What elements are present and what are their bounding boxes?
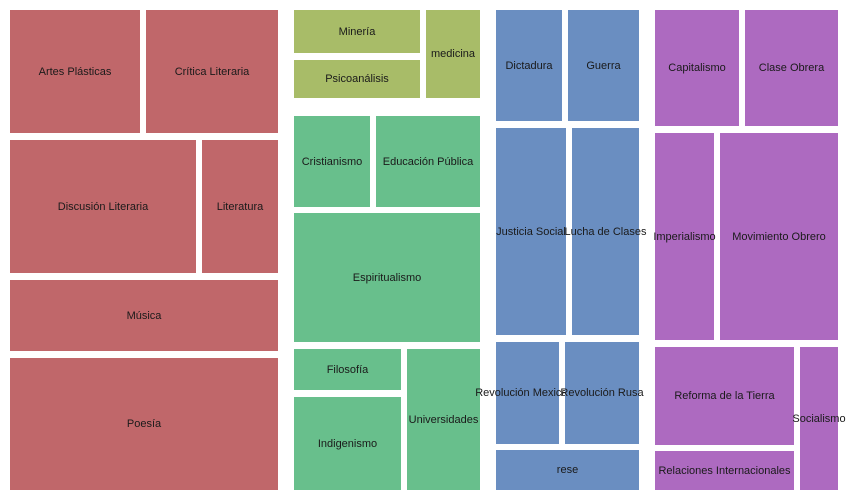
treemap-tile-critica-literaria: Crítica Literaria	[146, 10, 278, 133]
treemap-tile-justicia-social: Justicia Social	[496, 128, 566, 335]
treemap-tile-literatura: Literatura	[202, 140, 278, 273]
treemap-tile-socialismo: Socialismo	[792, 347, 846, 490]
treemap-tile-label: Indigenismo	[317, 437, 378, 450]
treemap-tile-musica: Música	[10, 280, 278, 351]
treemap-tile-indigenismo: Indigenismo	[294, 397, 401, 490]
treemap-tile-rese: rese	[496, 450, 639, 490]
treemap-tile-label: Espiritualismo	[352, 271, 422, 284]
treemap-tile-label: Música	[126, 309, 162, 322]
treemap-tile-label: Artes Plásticas	[38, 65, 112, 78]
treemap-tile-reforma-de-la-tierra: Reforma de la Tierra	[655, 347, 794, 445]
treemap-tile-label: Guerra	[586, 59, 621, 72]
treemap-tile-universidades: Universidades	[407, 349, 480, 490]
treemap-tile-label: Psicoanálisis	[325, 73, 389, 85]
treemap-tile-filosofia: Filosofía	[294, 349, 401, 390]
treemap-tile-label: Reforma de la Tierra	[674, 390, 775, 402]
treemap-tile-discusion-literaria: Discusión Literaria	[10, 140, 196, 273]
treemap-tile-label: Literatura	[216, 200, 264, 213]
treemap-tile-relaciones-internacionales: Relaciones Internacionales	[655, 451, 794, 490]
treemap-tile-label: Poesía	[126, 418, 162, 430]
treemap-tile-cristianismo: Cristianismo	[294, 116, 370, 207]
treemap-tile-espiritualismo: Espiritualismo	[294, 213, 480, 342]
treemap-tile-label: Minería	[338, 25, 376, 38]
treemap-tile-label: Revolución Rusa	[560, 387, 644, 399]
treemap-tile-guerra: Guerra	[568, 10, 639, 121]
treemap-tile-label: Filosofía	[326, 363, 369, 376]
treemap-tile-label: Socialismo	[792, 412, 846, 425]
treemap-tile-label: Lucha de Clases	[564, 225, 647, 238]
treemap-tile-label: Movimiento Obrero	[732, 230, 826, 243]
treemap-tile-label: Universidades	[408, 413, 479, 426]
treemap-tile-label: Justicia Social	[496, 225, 566, 238]
treemap-tile-lucha-de-clases: Lucha de Clases	[565, 128, 646, 335]
treemap-tile-label: rese	[556, 464, 579, 476]
treemap-tile-imperialismo: Imperialismo	[653, 133, 716, 340]
treemap-tile-label: medicina	[430, 48, 476, 60]
treemap-tile-mineria: Minería	[294, 10, 420, 53]
treemap-tile-educacion-publica: Educación Pública	[376, 116, 480, 207]
treemap-tile-poesia: Poesía	[10, 358, 278, 490]
treemap-tile-capitalismo: Capitalismo	[655, 10, 739, 126]
treemap-tile-label: Educación Pública	[382, 155, 474, 168]
treemap-tile-label: Imperialismo	[653, 230, 716, 243]
treemap-tile-medicina: medicina	[426, 10, 480, 98]
treemap-tile-clase-obrera: Clase Obrera	[745, 10, 838, 126]
treemap-tile-label: Crítica Literaria	[174, 65, 250, 78]
treemap-tile-revolucion-mexicana: Revolución Mexicana	[475, 342, 580, 444]
treemap-tile-label: Dictadura	[505, 59, 553, 72]
treemap-tile-label: Cristianismo	[301, 155, 363, 168]
treemap-tile-revolucion-rusa: Revolución Rusa	[560, 342, 644, 444]
treemap-tile-artes-plasticas: Artes Plásticas	[10, 10, 140, 133]
treemap-tile-psicoanalisis: Psicoanálisis	[294, 60, 420, 98]
treemap-tile-label: Capitalismo	[668, 62, 726, 74]
treemap-tile-movimiento-obrero: Movimiento Obrero	[720, 133, 838, 340]
treemap-tile-label: Discusión Literaria	[57, 200, 149, 213]
treemap-tile-dictadura: Dictadura	[496, 10, 562, 121]
treemap-tile-label: Relaciones Internacionales	[658, 464, 791, 477]
treemap-tile-label: Clase Obrera	[758, 62, 825, 74]
